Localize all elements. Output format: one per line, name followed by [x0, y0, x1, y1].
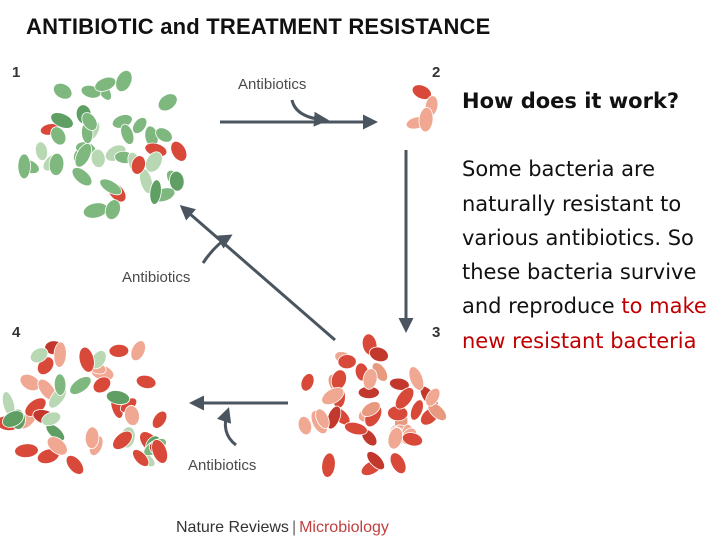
slide-title: ANTIBIOTIC and TREATMENT RESISTANCE	[26, 14, 491, 39]
explanation-highlight: to make new resistant bacteria	[462, 294, 707, 353]
bacterium	[130, 155, 146, 175]
bacterium	[409, 399, 424, 421]
bacterium	[115, 69, 133, 93]
bacterium	[135, 374, 157, 389]
bacterium	[50, 112, 74, 129]
bacterium	[65, 454, 85, 475]
bacterium	[99, 178, 123, 196]
bacterium	[389, 452, 407, 475]
bacterium	[366, 451, 386, 471]
bacterium	[17, 153, 31, 180]
bacterium	[71, 167, 93, 187]
bacterium	[34, 141, 49, 162]
bacterium	[53, 341, 67, 368]
stage-number-2: 2	[432, 64, 441, 81]
population-1-mixed	[17, 69, 188, 220]
antibiotics-label-left: Antibiotics	[122, 269, 191, 286]
bacterium	[130, 340, 146, 362]
bacterium	[84, 426, 100, 450]
credit-journal: Microbiology	[299, 519, 389, 536]
bacterium	[361, 401, 381, 417]
bacterium	[90, 148, 106, 168]
bacterium	[53, 373, 67, 396]
bacterium	[151, 410, 168, 429]
bacterium	[145, 151, 163, 173]
credit-publisher: Nature Reviews	[176, 519, 289, 536]
stage-number-4: 4	[12, 324, 21, 341]
stage-number-1: 1	[12, 64, 21, 81]
bacterium	[50, 126, 67, 146]
bacterium	[149, 179, 162, 205]
population-2-resistant-survivors	[405, 84, 439, 133]
image-credit: Nature Reviews|Microbiology	[176, 519, 389, 537]
bacterium	[155, 127, 173, 143]
bacterium	[321, 452, 336, 478]
bacterium	[108, 343, 130, 358]
credit-separator: |	[291, 519, 297, 536]
bacterium	[362, 368, 378, 390]
bacterium	[297, 415, 313, 436]
antibiotic-hook-top	[290, 99, 329, 127]
bacterium	[29, 347, 49, 364]
bacterium	[78, 346, 95, 373]
bacterium	[53, 82, 73, 100]
bacterium	[104, 199, 121, 220]
bacterium	[124, 405, 140, 426]
bacterium	[132, 117, 148, 134]
antibiotics-label-bottom: Antibiotics	[188, 457, 257, 474]
bacterium	[425, 387, 441, 407]
bacterium	[112, 430, 133, 450]
bacterium	[48, 152, 65, 176]
bacterium	[389, 377, 410, 391]
explanation-heading: How does it work?	[462, 89, 680, 113]
bacterium	[41, 411, 62, 427]
bacterium	[401, 432, 424, 447]
bacterium	[387, 427, 404, 450]
bacterium	[169, 170, 185, 192]
bacterium	[418, 106, 434, 133]
bacterium	[105, 390, 131, 405]
bacterium	[157, 93, 178, 112]
bacterium	[408, 366, 425, 391]
bacterium	[132, 449, 150, 467]
bacterium	[92, 376, 112, 394]
antibiotic-hook-bottom	[216, 407, 237, 447]
bacterium	[120, 123, 135, 145]
bacterium	[81, 112, 98, 131]
antibiotics-label-top: Antibiotics	[238, 76, 307, 93]
bacterium	[74, 143, 92, 168]
explanation-body-text: Some bacteria are naturally resistant to…	[462, 157, 697, 319]
bacterium	[94, 76, 117, 92]
bacterium	[69, 376, 92, 395]
antibiotic-hook-left	[201, 234, 233, 264]
population-4-mixed	[0, 340, 169, 475]
bacterium	[300, 373, 315, 392]
explanation-body: Some bacteria are naturally resistant to…	[462, 152, 724, 358]
bacterium	[337, 354, 357, 370]
arrow-3-to-1	[179, 205, 336, 342]
bacterium	[170, 140, 188, 162]
bacterium	[151, 439, 169, 464]
bacterium	[315, 408, 330, 429]
bacterium	[14, 443, 39, 459]
bacterium	[394, 387, 415, 410]
bacterium	[326, 405, 342, 430]
stage-number-3: 3	[432, 324, 441, 341]
explanation-panel: How does it work? Some bacteria are natu…	[462, 84, 724, 358]
bacterium	[344, 421, 368, 436]
bacterium	[321, 387, 345, 406]
bacterium	[2, 410, 25, 428]
population-3-resistant-growth	[297, 333, 447, 478]
bacterium	[368, 346, 389, 363]
bacterium	[46, 436, 68, 456]
